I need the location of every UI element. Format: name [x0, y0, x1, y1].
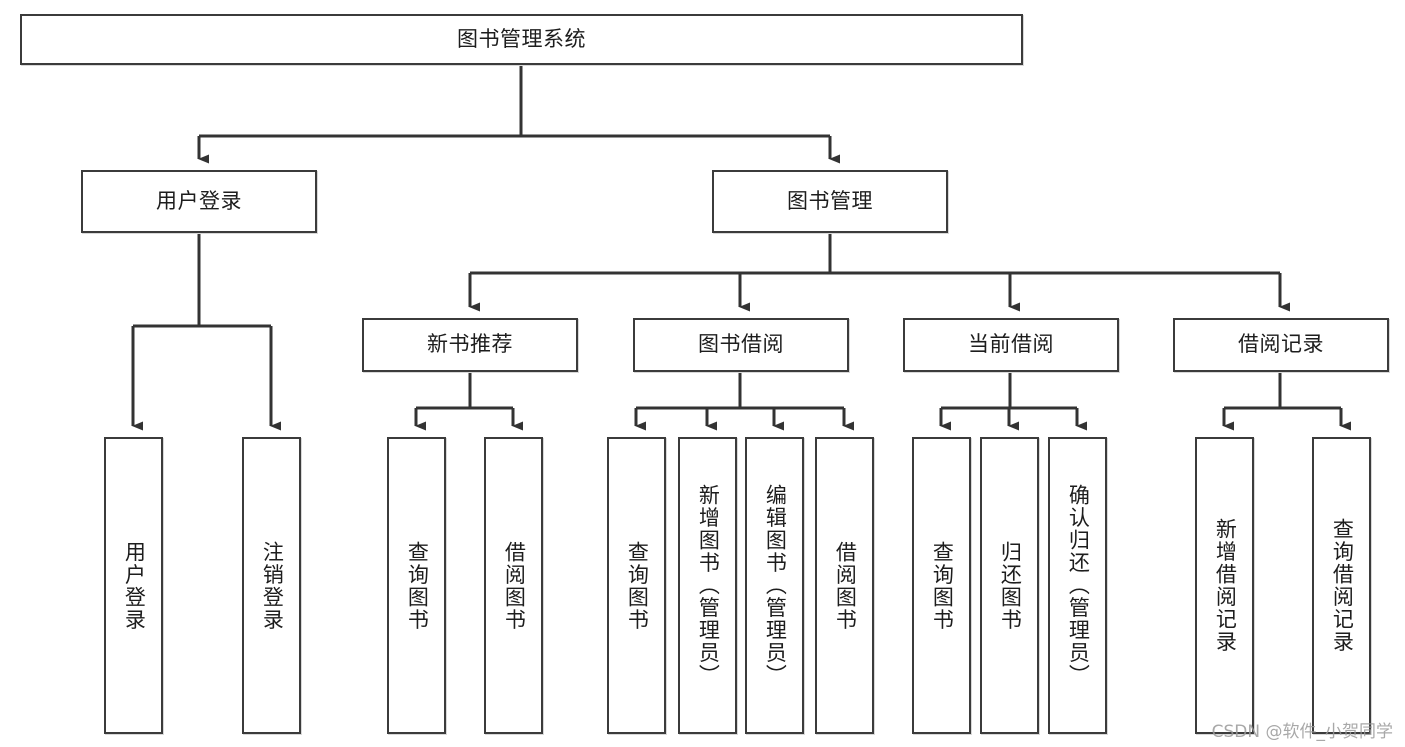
node-book-management[interactable]: 图书管理	[712, 170, 948, 233]
node-root-label: 图书管理系统	[457, 26, 586, 51]
leaf-borrow-record-add[interactable]: 新增借阅记录	[1195, 437, 1254, 734]
leaf-new-book-query[interactable]: 查询图书	[387, 437, 446, 734]
leaf-user-login-logout-label: 注销登录	[260, 540, 285, 631]
leaf-borrow-record-query[interactable]: 查询借阅记录	[1312, 437, 1371, 734]
leaf-book-borrow-borrow-label: 借阅图书	[833, 540, 858, 631]
node-current-borrow[interactable]: 当前借阅	[903, 318, 1119, 372]
node-current-borrow-label: 当前借阅	[968, 332, 1054, 357]
leaf-current-borrow-query[interactable]: 查询图书	[912, 437, 971, 734]
leaf-user-login-logout[interactable]: 注销登录	[242, 437, 301, 734]
leaf-new-book-query-label: 查询图书	[405, 540, 430, 631]
leaf-user-login-login[interactable]: 用户登录	[104, 437, 163, 734]
leaf-book-borrow-add[interactable]: 新增图书（管理员）	[678, 437, 737, 734]
leaf-new-book-borrow[interactable]: 借阅图书	[484, 437, 543, 734]
leaf-user-login-login-label: 用户登录	[122, 540, 147, 631]
leaf-current-borrow-return[interactable]: 归还图书	[980, 437, 1039, 734]
node-book-borrow[interactable]: 图书借阅	[633, 318, 849, 372]
leaf-book-borrow-query-label: 查询图书	[625, 540, 650, 631]
leaf-book-borrow-borrow[interactable]: 借阅图书	[815, 437, 874, 734]
leaf-book-borrow-edit[interactable]: 编辑图书（管理员）	[745, 437, 804, 734]
node-root-library-system[interactable]: 图书管理系统	[20, 14, 1023, 65]
leaf-current-borrow-return-label: 归还图书	[998, 540, 1023, 631]
leaf-book-borrow-add-label: 新增图书（管理员）	[696, 484, 721, 687]
leaf-borrow-record-add-label: 新增借阅记录	[1213, 518, 1238, 653]
node-new-book-recommend[interactable]: 新书推荐	[362, 318, 578, 372]
node-book-management-label: 图书管理	[787, 188, 873, 213]
leaf-current-borrow-confirm-return[interactable]: 确认归还（管理员）	[1048, 437, 1107, 734]
leaf-new-book-borrow-label: 借阅图书	[502, 540, 527, 631]
node-user-login-label: 用户登录	[156, 188, 242, 213]
leaf-book-borrow-query[interactable]: 查询图书	[607, 437, 666, 734]
node-borrow-record-label: 借阅记录	[1238, 332, 1324, 357]
leaf-book-borrow-edit-label: 编辑图书（管理员）	[763, 484, 788, 687]
node-book-borrow-label: 图书借阅	[698, 332, 784, 357]
node-user-login[interactable]: 用户登录	[81, 170, 317, 233]
leaf-current-borrow-confirm-return-label: 确认归还（管理员）	[1066, 484, 1091, 687]
node-borrow-record[interactable]: 借阅记录	[1173, 318, 1389, 372]
leaf-borrow-record-query-label: 查询借阅记录	[1330, 518, 1355, 653]
node-new-book-recommend-label: 新书推荐	[427, 332, 513, 357]
leaf-current-borrow-query-label: 查询图书	[930, 540, 955, 631]
